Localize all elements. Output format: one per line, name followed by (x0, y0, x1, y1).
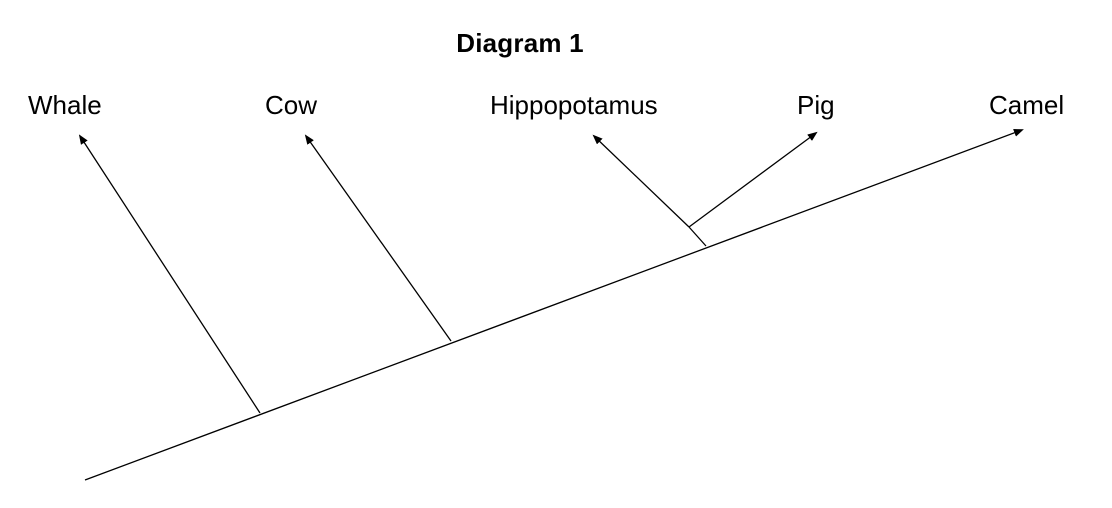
branch-hippopotamus (592, 134, 690, 228)
taxon-label-camel: Camel (989, 90, 1065, 120)
branch-pig (688, 131, 818, 228)
branch-whale (78, 134, 261, 414)
branch-cow (304, 134, 452, 342)
branch-hippo-pig-stem (688, 226, 707, 247)
taxon-label-pig: Pig (797, 90, 835, 120)
taxon-label-hippopotamus: Hippopotamus (490, 90, 658, 120)
trunk-line (84, 129, 1024, 481)
taxon-label-cow: Cow (265, 90, 318, 120)
taxon-label-whale: Whale (28, 90, 102, 120)
diagram-title: Diagram 1 (456, 28, 584, 58)
